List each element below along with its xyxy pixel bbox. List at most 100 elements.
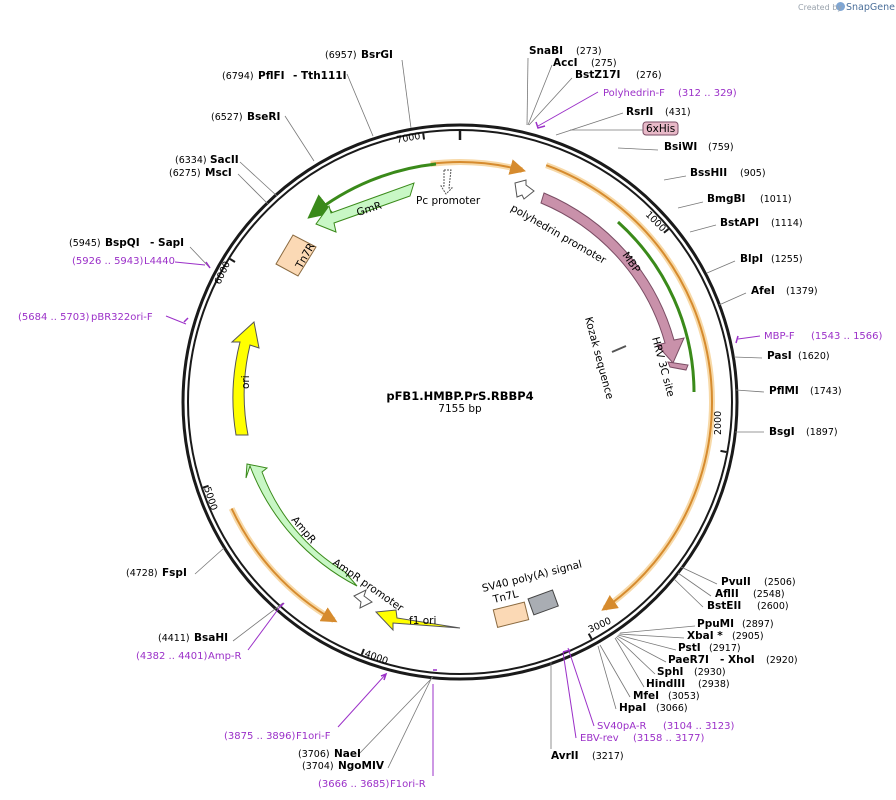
enzyme-bseri[interactable]: BseRI — [247, 111, 280, 123]
enzyme-pflfi[interactable]: PflFI — [258, 70, 285, 82]
f1-ori-label: f1 ori — [409, 615, 436, 627]
pc-promoter-feature — [440, 169, 454, 195]
enzyme-bstapi[interactable]: BstAPI — [720, 217, 759, 229]
gmr-orf-arc — [307, 162, 437, 219]
primer-l4440-range: (5926 .. 5943) — [72, 256, 144, 267]
enzyme-bsshii-pos: (905) — [740, 168, 766, 179]
enzyme-afei[interactable]: AfeI — [751, 285, 775, 297]
tick-mark — [202, 484, 209, 489]
enzyme-paer7i-pos: (2920) — [766, 655, 798, 666]
enzyme-psti-pos: (2917) — [709, 643, 741, 654]
enzyme-pvuii[interactable]: PvuII — [721, 576, 751, 588]
tick-mark — [587, 633, 593, 640]
enzyme-sphi[interactable]: SphI — [657, 666, 683, 678]
enzyme-pasi-pos: (1620) — [798, 351, 830, 362]
enzyme-fspi[interactable]: FspI — [162, 567, 187, 579]
enzyme-bsahi-pos: (4411) — [158, 633, 190, 644]
enzyme-mfei[interactable]: MfeI — [633, 690, 659, 702]
enzyme-pvuii-pos: (2506) — [764, 577, 796, 588]
enzyme-ppumi-pos: (2897) — [742, 619, 774, 630]
enzyme-msci-pos: (6275) — [169, 168, 201, 179]
enzyme-ngomiv[interactable]: NgoMIV — [338, 760, 385, 772]
primer-f1ori-r[interactable]: F1ori-R — [390, 779, 426, 790]
enzyme-snabi[interactable]: SnaBI — [529, 45, 563, 57]
sv40-polya-feature — [527, 589, 559, 616]
enzyme-paer7i[interactable]: PaeR7I — [668, 654, 709, 666]
orf-arc-lower-left — [230, 508, 338, 623]
enzyme-snabi-pos: (273) — [576, 46, 602, 57]
his-tag-label: 6xHis — [646, 123, 675, 135]
enzyme-sacii-pos: (6334) — [175, 155, 207, 166]
gmr-feature — [315, 182, 415, 233]
backbone-tick-marks — [202, 131, 727, 655]
backbone-inner-ring — [187, 129, 733, 675]
f1-ori-feature — [374, 609, 461, 632]
enzyme-mfei-pos: (3053) — [668, 691, 700, 702]
primer-pbr322ori-f[interactable]: pBR322ori-F — [91, 312, 153, 323]
enzyme-bmgbi[interactable]: BmgBI — [707, 193, 745, 205]
enzyme-bspqi[interactable]: BspQI — [105, 237, 140, 249]
enzyme-hindiii[interactable]: HindIII — [646, 678, 685, 690]
enzyme-naei-pos: (3706) — [298, 749, 330, 760]
enzyme-pasi[interactable]: PasI — [767, 350, 792, 362]
enzyme-xhoi[interactable]: - XhoI — [720, 654, 755, 666]
enzyme-bspqi-pos: (5945) — [69, 238, 101, 249]
kozak-feature — [611, 345, 627, 353]
tick-mark — [422, 133, 426, 140]
tick-mark — [720, 449, 727, 453]
enzyme-rsrii[interactable]: RsrII — [626, 106, 653, 118]
primer-ebv-rev[interactable]: EBV-rev — [580, 733, 619, 744]
enzyme-acci[interactable]: AccI — [553, 57, 577, 69]
backbone-outer-ring — [181, 123, 739, 681]
orf-arc-right — [545, 164, 713, 611]
primer-mbp-f[interactable]: MBP-F — [764, 331, 795, 342]
enzyme-msci[interactable]: MscI — [205, 167, 232, 179]
enzyme-bsahi[interactable]: BsaHI — [194, 632, 228, 644]
enzyme-avrii[interactable]: AvrII — [551, 750, 579, 762]
enzyme-sacii[interactable]: SacII — [210, 154, 239, 166]
enzyme-sphi-pos: (2930) — [694, 667, 726, 678]
primer-sv40pa-r-range: (3104 .. 3123) — [663, 721, 735, 732]
sv40-polya-label: SV40 poly(A) signal — [481, 558, 583, 594]
enzyme-tth111i[interactable]: - Tth111I — [293, 70, 347, 82]
enzyme-hpai[interactable]: HpaI — [619, 702, 646, 714]
plasmid-name: pFB1.HMBP.PrS.RBBP4 — [386, 389, 533, 403]
primer-f1ori-f[interactable]: F1ori-F — [296, 731, 331, 742]
hrv-3c-site-feature — [667, 361, 689, 371]
enzyme-blpi[interactable]: BlpI — [740, 253, 763, 265]
enzyme-pflmi[interactable]: PflMI — [769, 385, 799, 397]
tick-label-6000: 6000 — [213, 260, 233, 287]
enzyme-bstz17i[interactable]: BstZ17I — [575, 69, 620, 81]
enzyme-bsteii[interactable]: BstEII — [707, 600, 741, 612]
enzyme-bsgi[interactable]: BsgI — [769, 426, 795, 438]
primer-amp-r[interactable]: Amp-R — [208, 651, 242, 662]
his-tag-feature — [642, 121, 679, 136]
primer-polyhedrin-f[interactable]: Polyhedrin-F — [603, 88, 665, 99]
tick-mark — [229, 257, 236, 263]
enzyme-aflii[interactable]: AflII — [715, 588, 739, 600]
primer-sv40pa-r[interactable]: SV40pA-R — [597, 721, 646, 732]
ori-label: ori — [240, 375, 252, 389]
primer-f1ori-f-range: (3875 .. 3896) — [224, 731, 296, 742]
orf-arc-top — [430, 159, 526, 175]
enzyme-ppumi[interactable]: PpuMI — [697, 618, 734, 630]
primer-l4440[interactable]: L4440 — [144, 256, 175, 267]
snapgene-logo-icon — [836, 2, 845, 11]
pc-promoter-label: Pc promoter — [416, 195, 481, 207]
enzyme-bstapi-pos: (1114) — [771, 218, 803, 229]
enzyme-hindiii-pos: (2938) — [698, 679, 730, 690]
enzyme-pflfi-pos: (6794) — [222, 71, 254, 82]
enzyme-labels: SnaBI (273) AccI (275) BstZ17I (276) Rsr… — [69, 45, 842, 772]
enzyme-bsrgi[interactable]: BsrGI — [361, 49, 393, 61]
enzyme-ngomiv-pos: (3704) — [302, 761, 334, 772]
enzyme-psti[interactable]: PstI — [678, 642, 701, 654]
enzyme-bsshii[interactable]: BssHII — [690, 167, 727, 179]
enzyme-sapi[interactable]: - SapI — [150, 237, 184, 249]
watermark-brand: SnapGene — [846, 2, 895, 13]
enzyme-bsteii-pos: (2600) — [757, 601, 789, 612]
enzyme-bsiwi[interactable]: BsiWI — [664, 141, 697, 153]
enzyme-naei[interactable]: NaeI — [334, 748, 361, 760]
ampr-promoter-label: AmpR promoter — [330, 557, 406, 615]
enzyme-xbai[interactable]: XbaI * — [687, 630, 723, 642]
polyhedrin-promoter-feature — [514, 179, 535, 200]
